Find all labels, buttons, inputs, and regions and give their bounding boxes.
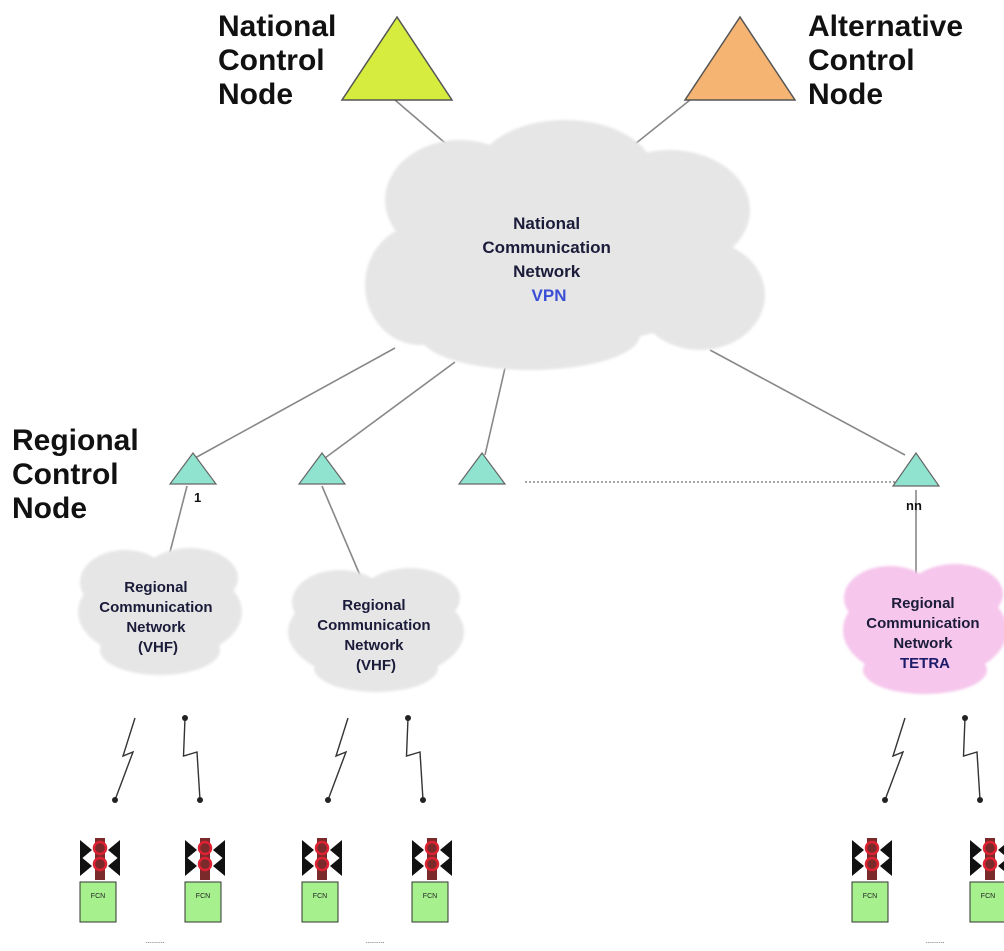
- radio-link-icon: [405, 715, 426, 803]
- terminal-station: FCN: [301, 838, 342, 923]
- regional-node-icon: [457, 451, 507, 485]
- regional-control-node-label: Regional Control Node: [12, 424, 147, 525]
- terminal-ellipsis: ..........: [925, 938, 945, 945]
- terminal-station: FCN: [184, 838, 225, 923]
- terminal-station: FCN: [969, 838, 1004, 923]
- radio-link-icon: [962, 715, 983, 803]
- terminal-station: FCN: [851, 838, 892, 923]
- national-control-node-icon: [340, 15, 454, 101]
- regional-network-2-label: Regional Communication Network (VHF): [317, 597, 435, 674]
- terminal-ellipsis: ..........: [145, 938, 165, 945]
- national-control-node-label: National Control Node: [218, 10, 345, 111]
- radio-link-icon: [325, 717, 349, 803]
- link-regional-3: [484, 367, 506, 456]
- terminal-label: FCN: [981, 893, 995, 900]
- links: [169, 99, 917, 581]
- regional-node-icon: [297, 451, 347, 485]
- terminal-label: FCN: [91, 893, 105, 900]
- regional-network-cloud-2: [288, 568, 464, 692]
- alternative-control-node-icon: [683, 15, 797, 101]
- terminal-ellipsis: ..........: [365, 938, 385, 945]
- terminal-label: FCN: [313, 893, 327, 900]
- regional-network-1-label: Regional Communication Network (VHF): [99, 579, 217, 656]
- national-communication-network-cloud: [365, 120, 765, 370]
- radio-links: [112, 715, 983, 803]
- link-node1-net1: [169, 485, 188, 553]
- national-network-label: National Communication Network VPN: [482, 214, 615, 305]
- regional-network-cloud-3: [843, 564, 1004, 694]
- terminal-station: FCN: [79, 838, 120, 923]
- regional-node-icon: [168, 451, 218, 485]
- regional-node-icon: [891, 451, 941, 487]
- terminal-label: FCN: [196, 893, 210, 900]
- regional-node-index-first: 1: [194, 490, 201, 505]
- regional-network-cloud-1: [78, 548, 242, 675]
- link-node2-net2: [321, 485, 363, 581]
- link-regional-2: [324, 361, 456, 459]
- regional-node-index-last: nn: [906, 498, 922, 513]
- regional-control-nodes: [168, 451, 941, 487]
- radio-link-icon: [882, 717, 906, 803]
- terminal-label: FCN: [863, 893, 877, 900]
- regional-network-3-label: Regional Communication Network TETRA: [866, 595, 984, 672]
- link-regional-nn: [709, 349, 906, 456]
- radio-link-icon: [182, 715, 203, 803]
- radio-link-icon: [112, 717, 136, 803]
- terminal-stations: FCN FCN FCN FCN FCN FCN......................…: [79, 838, 1004, 945]
- terminal-label: FCN: [423, 893, 437, 900]
- alternative-control-node-label: Alternative Control Node: [808, 10, 971, 111]
- terminal-station: FCN: [411, 838, 452, 923]
- link-regional-1: [194, 347, 396, 459]
